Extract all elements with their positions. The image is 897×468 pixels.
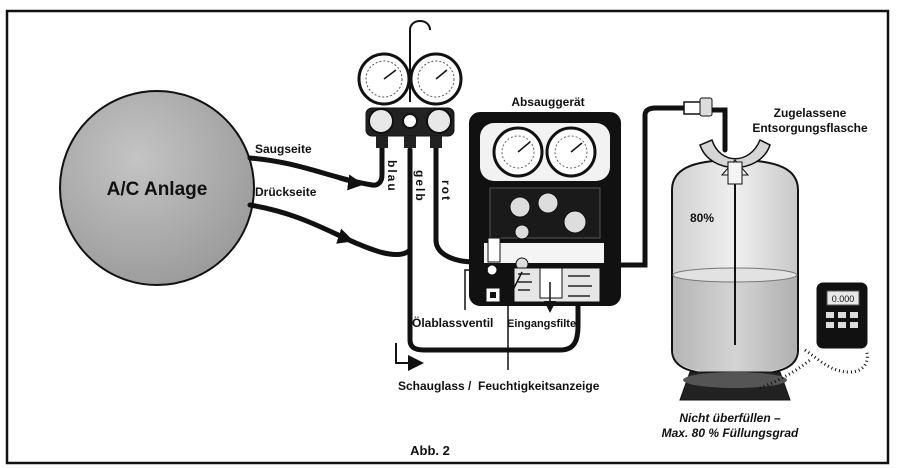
hoses bbox=[247, 105, 728, 353]
scale-display-value: 0.000 bbox=[832, 294, 855, 304]
ac-unit-label: A/C Anlage bbox=[107, 179, 208, 200]
figure-frame bbox=[5, 9, 890, 465]
recovery-unit: Absauggerät bbox=[469, 95, 621, 306]
leader-lines bbox=[464, 269, 556, 370]
warning-line2: Max. 80 % Füllungsgrad bbox=[662, 426, 799, 440]
pressure-arrow bbox=[314, 224, 354, 244]
scale-cable bbox=[804, 348, 869, 374]
yellow-hose bbox=[407, 147, 581, 353]
hose-yellow-label: gelb bbox=[413, 170, 427, 203]
tank-label-line2: Entsorgungsflasche bbox=[752, 121, 868, 135]
fill-percent-label: 80% bbox=[690, 211, 714, 225]
flow-arrows bbox=[314, 171, 424, 371]
recovery-knob-right bbox=[563, 210, 587, 234]
recovery-tank: 80% bbox=[671, 138, 799, 401]
hose-blue-label: blau bbox=[385, 160, 399, 193]
hose-color-labels: blau gelb rot bbox=[385, 160, 453, 203]
sight-glass-leader bbox=[507, 271, 523, 370]
inlet-filter bbox=[539, 267, 563, 299]
tank-collar bbox=[699, 138, 771, 169]
tank-label-line1: Zugelassene bbox=[774, 106, 847, 120]
sight-glass-label: Schauglass / Feuchtigkeitsanzeige bbox=[398, 379, 600, 393]
suction-side-label: Saugseite bbox=[255, 142, 312, 156]
pressure-hose bbox=[247, 147, 413, 257]
manifold-gauge-set bbox=[357, 20, 463, 148]
recovery-knob-center bbox=[537, 192, 559, 214]
manifold-hook bbox=[409, 20, 431, 102]
recovery-unit-label: Absauggerät bbox=[511, 95, 584, 109]
pressure-side-label: Drückseite bbox=[255, 185, 317, 199]
red-hose bbox=[433, 142, 478, 265]
oil-drain-leader bbox=[464, 269, 488, 310]
return-arrow bbox=[395, 343, 424, 371]
warning-line1: Nicht überfüllen – bbox=[679, 411, 781, 425]
recovery-knob-left bbox=[509, 196, 531, 218]
suction-arrow bbox=[319, 171, 364, 191]
ac-unit: A/C Anlage bbox=[59, 90, 255, 286]
manifold-sight bbox=[402, 113, 418, 129]
tank-inlet-hose bbox=[709, 107, 728, 153]
scale-display bbox=[826, 290, 860, 306]
oil-drain-label: Ölablassventil bbox=[412, 315, 493, 330]
electronic-scale: 0.000 bbox=[759, 282, 869, 390]
oil-drain-valve bbox=[486, 264, 498, 276]
inlet-filter-label: Eingangsfilter bbox=[507, 318, 581, 330]
output-hose bbox=[612, 105, 691, 268]
hose-red-label: rot bbox=[439, 180, 453, 202]
tank-fitting bbox=[683, 97, 713, 117]
figure-caption: Abb. 2 bbox=[410, 443, 450, 458]
suction-hose bbox=[247, 137, 385, 188]
